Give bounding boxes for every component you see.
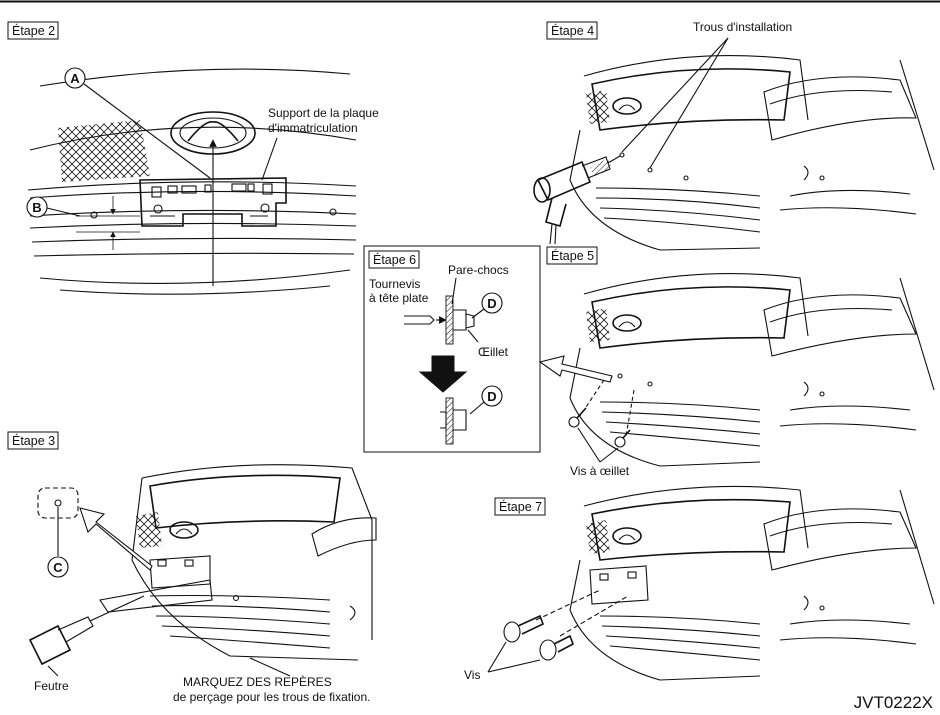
sequence-arrow [418,355,468,393]
step-3-title-box [7,431,59,450]
step-7-title-box [494,497,546,516]
step-5-panel: Étape 5 [538,246,935,478]
mark-label-line1: MARQUEZ DES REPÈRES [183,674,332,689]
plate-screws [503,589,629,661]
step-4-car-front [569,55,935,251]
step-5-car-front [569,273,935,467]
step-2-title-box [7,21,59,40]
step-2-bumper-drawing [27,68,357,295]
step-2-title: Étape 2 [12,23,55,38]
step-5-title: Étape 5 [551,248,594,263]
grille-mesh [58,120,150,182]
step-6-title-box [368,250,420,269]
step-3-grille-top [149,474,341,529]
step-6-panel: Étape 6 Pare-chocs Tournevis à tête plat… [363,245,541,453]
callout-c-label: C [53,560,63,575]
step-2-panel: Étape 2 [7,21,379,295]
screwdriver-line1: Tournevis [369,277,420,291]
eyelet-screws [568,379,635,448]
screwdriver-line2: à tête plate [369,291,429,305]
step-3-panel: Étape 3 C [7,431,377,704]
mark-label-line2: de perçage pour les trous de fixation. [173,690,370,704]
eyelet-label: Œillet [478,345,509,359]
step-4-title-box [546,21,598,40]
step-5-title-box [546,246,598,265]
callout-c-circle [47,556,69,578]
eyelet-screws-label: Vis à œillet [570,464,630,478]
felt-label: Feutre [34,679,69,693]
callout-b-label: B [32,200,41,215]
step-3-title: Étape 3 [12,433,55,448]
step-4-panel: Étape 4 Trous d'installation [533,20,935,251]
detail-arrow [79,507,153,571]
bumper-label: Pare-chocs [448,263,509,277]
document-code: JVT0222X [854,693,933,712]
eyelet-detail-bottom [440,397,467,445]
detail-arrow-step5 [538,355,613,383]
masking-tape [99,579,213,613]
callout-d-top-label: D [487,296,496,311]
step-4-title: Étape 4 [551,23,594,38]
support-label-line1: Support de la plaque [268,106,379,120]
callout-a-circle [64,67,86,89]
callout-a-label: A [70,71,80,86]
step-7-car-front [569,485,935,681]
callout-d-top-circle [481,292,503,314]
callout-d-bottom-label: D [487,389,496,404]
step-7-title: Étape 7 [499,499,542,514]
callout-b-circle [26,196,48,218]
step-7-panel: Étape 7 [464,485,935,682]
callout-d-bottom-circle [481,385,503,407]
support-label-line2: d'immatriculation [268,121,358,135]
screws-label: Vis [464,668,480,682]
power-drill [533,155,621,245]
license-plate-bracket [139,177,287,227]
step-3-car-front [99,464,377,661]
eyelet-detail-top [404,295,475,345]
felt-pen [28,595,145,666]
holes-label: Trous d'installation [693,20,792,34]
step-6-title: Étape 6 [373,252,416,267]
